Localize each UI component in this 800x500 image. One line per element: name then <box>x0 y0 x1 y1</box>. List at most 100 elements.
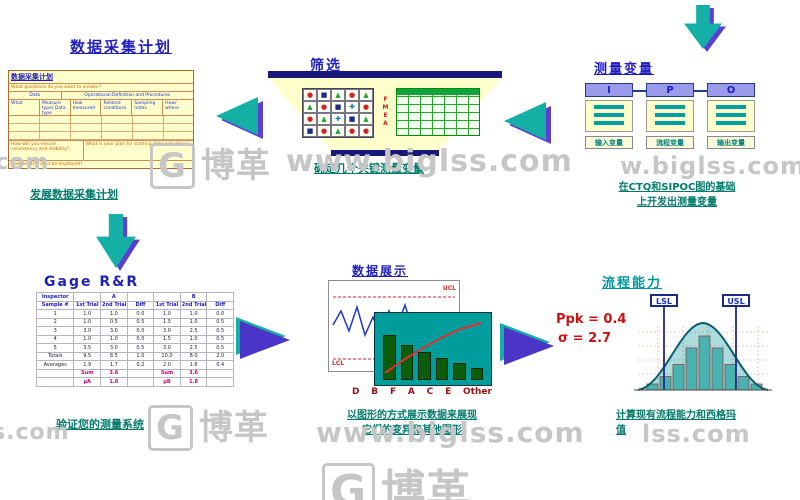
table-cell: 1.0 <box>153 309 181 319</box>
caption-line: 确定几个关键测量变量 <box>314 162 424 175</box>
caption-line: 它们的变异和其他图形 <box>362 425 462 436</box>
table-cell: 0.2 <box>126 360 155 370</box>
dcp-data-header: Data <box>29 93 41 98</box>
usl-label: USL <box>722 294 750 307</box>
table-cell: 3 <box>35 326 75 336</box>
table-cell: 0.5 <box>206 334 234 344</box>
funnel-bottom-bar <box>331 150 439 156</box>
list-bar <box>594 121 624 125</box>
list-bar <box>655 113 685 117</box>
table-cell: Totals <box>35 351 75 361</box>
matrix-symbol: ▲ <box>331 89 345 101</box>
dcp-question-plan: What is your plan for starting data coll… <box>82 141 193 160</box>
flow-arrow-right-1 <box>236 317 290 359</box>
table-cell: 2.0 <box>206 351 234 361</box>
matrix-symbol: ■ <box>303 125 317 137</box>
watermark-text: w.biglss.com <box>620 152 800 180</box>
section-title-capability: 流程能力 <box>602 276 663 291</box>
pareto-bar <box>418 352 431 380</box>
dcp-bottom-row: How will you ensure consistency and stab… <box>9 141 193 161</box>
caption-line: 验证您的测量系统 <box>56 418 144 431</box>
ipo-panel-output <box>707 100 755 132</box>
table-cell: B <box>179 292 208 302</box>
capability-chart: LSL USL <box>628 294 778 400</box>
normal-curve <box>637 321 769 391</box>
table-cell: 2.0 <box>153 360 181 370</box>
table-cell: 1st Trial <box>153 300 181 310</box>
watermark-logo-text: 博革 <box>200 146 271 186</box>
list-bar <box>655 121 685 125</box>
histogram-bars <box>646 335 763 391</box>
table-cell: 0.5 <box>126 317 155 327</box>
table-cell <box>35 368 75 378</box>
x-label: D <box>352 387 360 397</box>
ipo-diagram: I P O 输入变量 流程变量 输出变量 <box>585 83 755 153</box>
table-cell: 1.5 <box>153 317 181 327</box>
matrix-symbol: ● <box>359 101 373 113</box>
matrix-symbol: ● <box>303 113 317 125</box>
flow-arrow-left-1 <box>216 97 263 139</box>
table-cell: 1.6 <box>179 360 208 370</box>
ipo-header-output: O <box>707 83 755 97</box>
table-cell: 1.0 <box>73 309 102 319</box>
caption-line: 上开发出测量变量 <box>637 197 717 208</box>
table-cell: 3.0 <box>153 343 181 353</box>
matrix-symbol: ▲ <box>359 89 373 101</box>
table-cell <box>73 292 102 302</box>
table-cell: 0.0 <box>126 334 155 344</box>
matrix-symbol: ■ <box>331 101 345 113</box>
pareto-bar <box>453 363 466 380</box>
caption-gage: 验证您的测量系统 <box>56 416 144 432</box>
watermark-logo-text: 博革 <box>381 466 472 500</box>
x-label: F <box>389 387 397 397</box>
caption-line: 在CTQ和SIPOC图的基础 <box>618 182 736 193</box>
data-collection-plan-table: 数据采集计划 What questions do you want to ans… <box>8 70 194 169</box>
fmea-spreadsheet <box>396 88 480 136</box>
table-cell: 2.5 <box>179 343 208 353</box>
table-cell: 0.5 <box>206 317 234 327</box>
table-cell: 1.7 <box>100 360 128 370</box>
table-cell: 1.5 <box>153 334 181 344</box>
table-cell: 1.0 <box>179 317 208 327</box>
table-cell: 0.4 <box>206 360 234 370</box>
list-bar <box>716 113 746 117</box>
table-cell: 1.8 <box>100 377 128 387</box>
ppk-value: Ppk = 0.4 <box>556 312 627 327</box>
table-cell: 1.0 <box>73 334 102 344</box>
caption-screening: 确定几个关键测量变量 <box>314 160 424 176</box>
watermark-url: www.biglss.com <box>286 144 573 179</box>
matrix-symbol: ■ <box>317 89 331 101</box>
table-cell: Sum <box>73 368 102 378</box>
table-cell: 0.0 <box>126 309 155 319</box>
watermark-text: s.com <box>0 420 70 445</box>
table-cell: μB <box>153 377 181 387</box>
arrow-face <box>96 214 136 268</box>
table-cell <box>126 368 155 378</box>
table-cell: 8.0 <box>179 351 208 361</box>
table-cell: 3.6 <box>100 368 128 378</box>
table-cell: 0.5 <box>126 343 155 353</box>
dcp-subheader-row: Data Operational Definition and Procedur… <box>9 92 193 100</box>
table-cell: 0.5 <box>206 326 234 336</box>
table-cell: Sample # <box>35 300 75 310</box>
pareto-bar <box>470 367 483 380</box>
pareto-bars <box>383 324 483 380</box>
watermark-logo-text: 博革 <box>198 408 269 448</box>
matrix-symbol: ● <box>345 125 359 137</box>
flow-arrow-down-left <box>96 214 140 271</box>
ipo-header-input: I <box>585 83 633 97</box>
table-cell: 1.9 <box>73 360 102 370</box>
table-cell: 0.0 <box>206 309 234 319</box>
table-cell: 2.5 <box>179 326 208 336</box>
flow-arrow-right-2 <box>500 323 554 365</box>
table-cell: 2 <box>35 317 75 327</box>
table-cell: 1.0 <box>179 309 208 319</box>
